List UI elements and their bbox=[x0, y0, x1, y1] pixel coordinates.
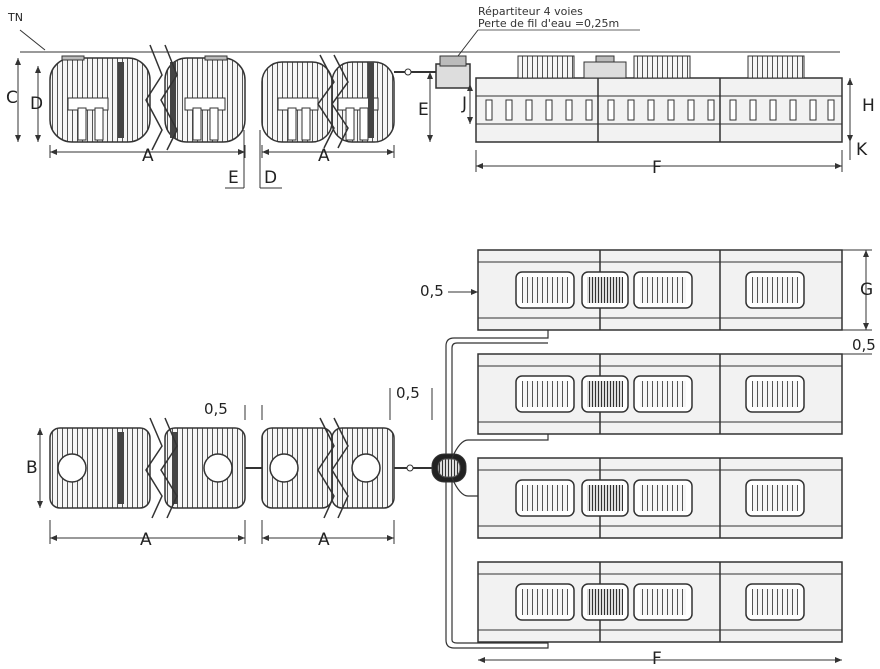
dim-label-e-right: E bbox=[418, 100, 429, 120]
tank-plan-2b bbox=[331, 427, 395, 509]
infiltration-row-2 bbox=[477, 353, 843, 435]
tank-elevation-2b bbox=[331, 61, 395, 143]
gap-label-rows: 0,5 bbox=[852, 336, 876, 354]
dim-label-f-bottom: F bbox=[652, 649, 662, 669]
tn-label: TN bbox=[8, 11, 23, 24]
break-symbol-1 bbox=[145, 44, 178, 151]
tank-elevation-2a bbox=[261, 61, 333, 143]
infiltration-row-1 bbox=[477, 249, 843, 331]
dim-label-b: B bbox=[26, 458, 38, 478]
note-leader bbox=[457, 29, 479, 57]
dim-label-h: H bbox=[862, 96, 875, 116]
dim-label-e-top: E bbox=[228, 168, 239, 188]
ground-line bbox=[19, 29, 840, 53]
infiltration-module-elevation bbox=[475, 55, 843, 143]
dim-label-a-bottom-2: A bbox=[318, 530, 330, 550]
bottom-dimensions bbox=[37, 249, 872, 663]
dim-label-a-top-1: A bbox=[142, 146, 154, 166]
dim-label-d-top: D bbox=[30, 94, 44, 114]
infiltration-rows bbox=[477, 249, 843, 643]
dim-label-f-top: F bbox=[652, 158, 662, 178]
infiltration-row-3 bbox=[477, 457, 843, 539]
distributor-elevation bbox=[435, 55, 471, 89]
tank-plan-1a bbox=[49, 427, 151, 509]
break-symbol-4 bbox=[317, 417, 349, 519]
distributor-plan bbox=[431, 453, 467, 483]
tank-elevation-1b bbox=[164, 55, 246, 143]
break-symbol-2 bbox=[317, 54, 349, 149]
distributor-note-line2: Perte de fil d'eau =0,25m bbox=[478, 17, 620, 30]
dim-label-k: K bbox=[856, 140, 868, 160]
gap-label-tanks: 0,5 bbox=[204, 400, 228, 418]
break-symbol-3 bbox=[145, 417, 178, 519]
infiltration-row-4 bbox=[477, 561, 843, 643]
dim-label-a-bottom-1: A bbox=[140, 530, 152, 550]
tank-elevation-1a bbox=[49, 55, 151, 143]
dim-label-a-top-2: A bbox=[318, 146, 330, 166]
tank-plan-2a bbox=[261, 427, 333, 509]
distributor-note-line1: Répartiteur 4 voies bbox=[478, 5, 583, 18]
gap-label-module: 0,5 bbox=[420, 282, 444, 300]
distribution-pipes bbox=[445, 322, 549, 649]
gap-label-distributor: 0,5 bbox=[396, 384, 420, 402]
dim-label-c: C bbox=[6, 88, 18, 108]
tank-plan-1b bbox=[164, 427, 246, 509]
dim-label-j: J bbox=[462, 94, 468, 114]
dim-label-d-bottom: D bbox=[264, 168, 278, 188]
top-dimensions bbox=[15, 58, 853, 189]
dim-label-g: G bbox=[860, 280, 874, 300]
